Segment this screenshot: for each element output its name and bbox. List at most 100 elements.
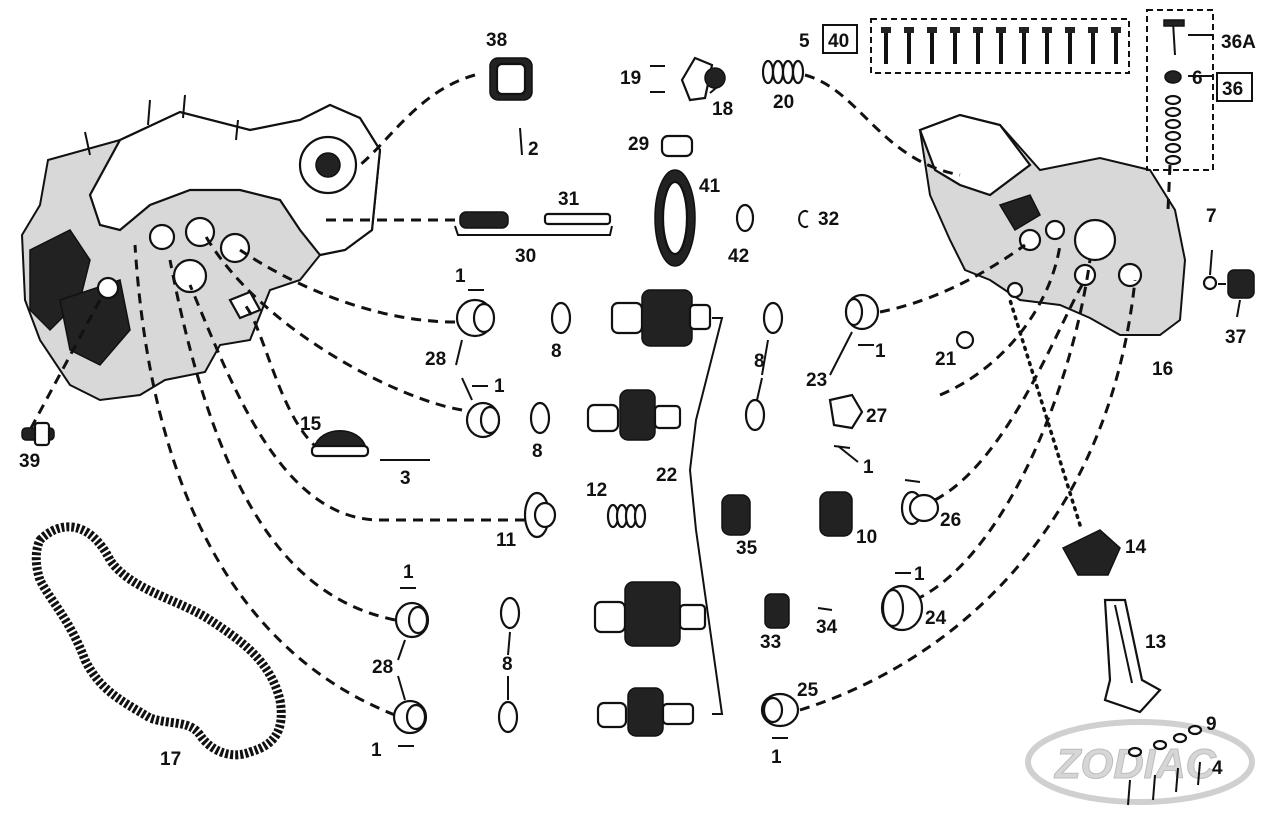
part-15-strainer [310,430,370,458]
part-8-washer-f [497,700,519,734]
part-9-washers [1127,724,1203,758]
label-5: 5 [799,31,810,52]
label-34: 34 [816,617,838,638]
label-8-e: 8 [502,654,513,675]
label-8-b: 8 [532,441,543,462]
label-29: 29 [628,134,649,155]
arrow-marks [397,87,1241,701]
part-27-cover [828,393,864,430]
label-37: 37 [1225,327,1246,348]
label-28-a: 28 [425,349,446,370]
bolt-head [1042,27,1052,33]
label-21: 21 [935,349,957,370]
label-41: 41 [699,176,721,197]
label-14: 14 [1125,537,1147,558]
label-27: 27 [866,406,887,427]
label-1-e: 1 [875,341,886,362]
label-6: 6 [1192,68,1203,89]
label-20: 20 [773,92,794,113]
label-17: 17 [160,749,181,770]
part-1-pin-f [833,445,921,483]
bolt-head [1065,27,1075,33]
part-22-camshaft-1 [610,289,712,347]
part-19-pins [650,65,665,93]
part-21-nut [955,330,975,350]
part-39-fitting [21,421,55,447]
label-18: 18 [712,99,733,120]
bolt-head [881,27,891,33]
part-8-washer-d [744,398,766,432]
label-11: 11 [496,530,517,551]
label-8-c: 8 [754,351,765,372]
part-28-bushing-lower-a [394,601,430,639]
label-1-c: 1 [403,562,414,583]
label-19: 19 [620,68,641,89]
part-8-washer-e [499,596,521,630]
part-32-clip [798,210,809,228]
label-38: 38 [486,30,507,51]
label-16: 16 [1152,359,1173,380]
part-7-washer [1202,275,1218,291]
part-20-spring [761,59,805,85]
part-40-bolt-set [870,18,1130,74]
label-40: 40 [828,31,849,52]
label-7: 7 [1206,206,1217,227]
part-29-bushing [660,134,694,158]
part-25-bushing [760,692,800,728]
label-42: 42 [728,246,749,267]
leader-lines [28,73,1172,717]
label-9: 9 [1206,714,1217,735]
part-22-camshaft-3 [593,581,707,647]
label-23: 23 [806,370,827,391]
part-8-washer-b [529,401,551,435]
part-23-bushing [844,293,880,331]
part-28-bushing-middle [465,401,501,439]
label-1-g: 1 [914,564,925,585]
label-1-a: 1 [455,266,466,287]
part-42-washer [735,203,755,233]
part-38-sprocket-gear [489,57,533,101]
label-3: 3 [400,468,411,489]
bolt-head [1088,27,1098,33]
part-number-labels: 38 2 31 30 19 18 20 29 41 42 32 5 40 36A… [19,24,1256,779]
part-4-bolts [1127,761,1201,806]
part-10-gear [819,491,853,537]
label-32: 32 [818,209,839,230]
bolt-head [996,27,1006,33]
label-10: 10 [856,527,877,548]
part-8-washer-a [550,301,572,335]
part-11-flange-bushing [523,491,557,539]
label-12: 12 [586,480,607,501]
part-22-camshaft-4 [596,687,695,737]
part-35-gear [721,494,751,536]
part-28-bushing-upper [455,298,496,338]
part-34-pin [817,607,833,611]
bolt-head [1111,27,1121,33]
part-26-bushing [900,490,940,526]
label-1-h: 1 [771,747,782,768]
label-31: 31 [558,189,580,210]
label-2: 2 [528,139,539,160]
label-28-b: 28 [372,657,393,678]
bolt-head [973,27,983,33]
bolt-head [927,27,937,33]
label-30: 30 [515,246,536,267]
part-37-oil-sender [1218,269,1255,299]
part-28-bushing-lower-b [392,699,428,735]
bolt-head [950,27,960,33]
left-crankcase-half [20,94,382,402]
label-15: 15 [300,414,322,435]
label-1-b: 1 [494,376,505,397]
label-8-a: 8 [551,341,562,362]
label-26: 26 [940,510,961,531]
part-24-bushing [880,584,924,632]
part-22-bracket [688,317,724,715]
part-2-pin [519,127,523,156]
label-33: 33 [760,632,781,653]
bolt-head [1019,27,1029,33]
label-25: 25 [797,680,819,701]
part-33-gear [764,593,790,629]
right-crankcase-half [918,113,1187,336]
label-39: 39 [19,451,40,472]
